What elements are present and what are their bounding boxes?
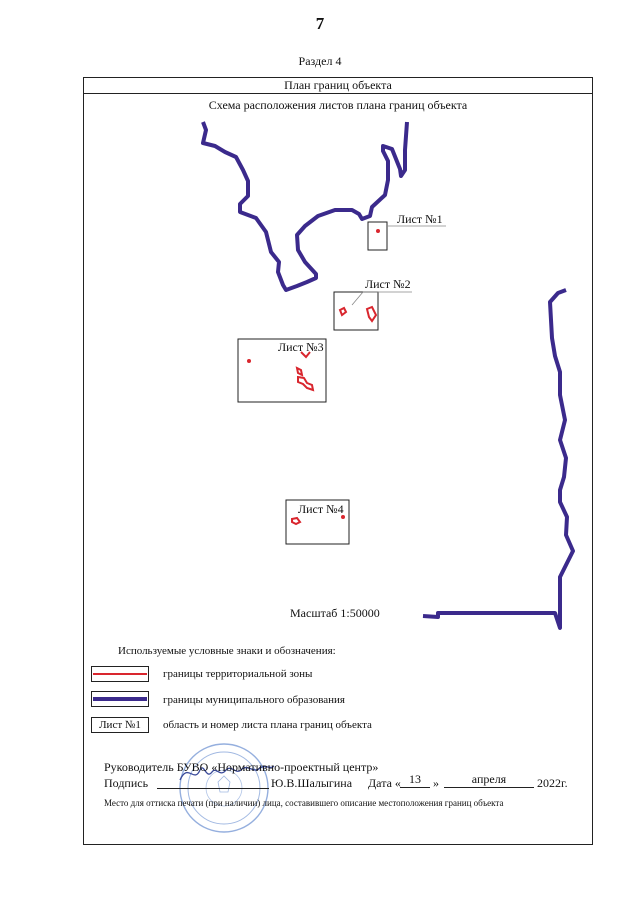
sign-label: Подпись xyxy=(104,776,149,790)
sheet-2-box xyxy=(333,291,379,331)
legend-municipal-text: границы муниципального образования xyxy=(163,694,345,706)
scale-label: Масштаб 1:50000 xyxy=(290,606,380,620)
sheet-3-zone-a xyxy=(247,359,251,363)
manager-line: Руководитель БУВО «Нормативно-проектный … xyxy=(104,760,379,774)
legend-sheet-box: Лист №1 xyxy=(91,717,149,733)
frame-header: План границ объекта xyxy=(83,77,593,94)
sheet-1-box xyxy=(367,221,388,251)
sheet-3-box xyxy=(237,338,327,403)
date-close-quote: » xyxy=(433,776,439,790)
signer-name: Ю.В.Шалыгина xyxy=(271,776,353,790)
signature-underline xyxy=(157,788,269,789)
sheet-2-label: Лист №2 xyxy=(365,277,411,291)
sheet-4-zone-a xyxy=(291,516,302,526)
municipal-boundary-swatch xyxy=(93,697,147,701)
sheet-3-zone-b xyxy=(300,351,311,359)
legend-municipal-box xyxy=(91,691,149,707)
legend-title: Используемые условные знаки и обозначени… xyxy=(118,645,336,657)
section-title: Раздел 4 xyxy=(298,54,342,68)
municipal-boundary-line-2 xyxy=(422,288,575,630)
municipal-boundary-line-1 xyxy=(201,121,409,292)
date-month: апреля xyxy=(444,772,534,788)
legend-sheet-text: область и номер листа плана границ объек… xyxy=(163,719,372,731)
sheet-4-label: Лист №4 xyxy=(298,502,344,516)
date-label: Дата « xyxy=(368,776,401,790)
sheet-2-leader xyxy=(351,291,364,306)
sheet-1-label: Лист №1 xyxy=(397,212,443,226)
sheet-3-zone-d xyxy=(297,375,315,392)
sheet-2-zone-b xyxy=(365,305,378,323)
legend-zone-box xyxy=(91,666,149,682)
sheet-4-zone-b xyxy=(341,515,345,519)
date-year: 2022г. xyxy=(537,776,568,790)
sheet-2-zone-a xyxy=(338,306,348,317)
legend-zone-text: границы территориальной зоны xyxy=(163,668,313,680)
sheet-3-label: Лист №3 xyxy=(278,340,324,354)
handwritten-signature xyxy=(179,765,275,781)
date-day: 13 xyxy=(400,772,430,788)
page-number: 7 xyxy=(315,14,325,33)
plan-frame xyxy=(83,77,593,845)
zone-boundary-swatch xyxy=(93,673,147,675)
scheme-title: Схема расположения листов плана границ о… xyxy=(208,98,468,112)
sheet-1-zone xyxy=(376,229,380,233)
sheet-3-zone-c xyxy=(295,366,304,377)
stamp-note: Место для оттиска печати (при наличии) л… xyxy=(104,798,504,808)
sheet-4-box xyxy=(285,499,350,545)
